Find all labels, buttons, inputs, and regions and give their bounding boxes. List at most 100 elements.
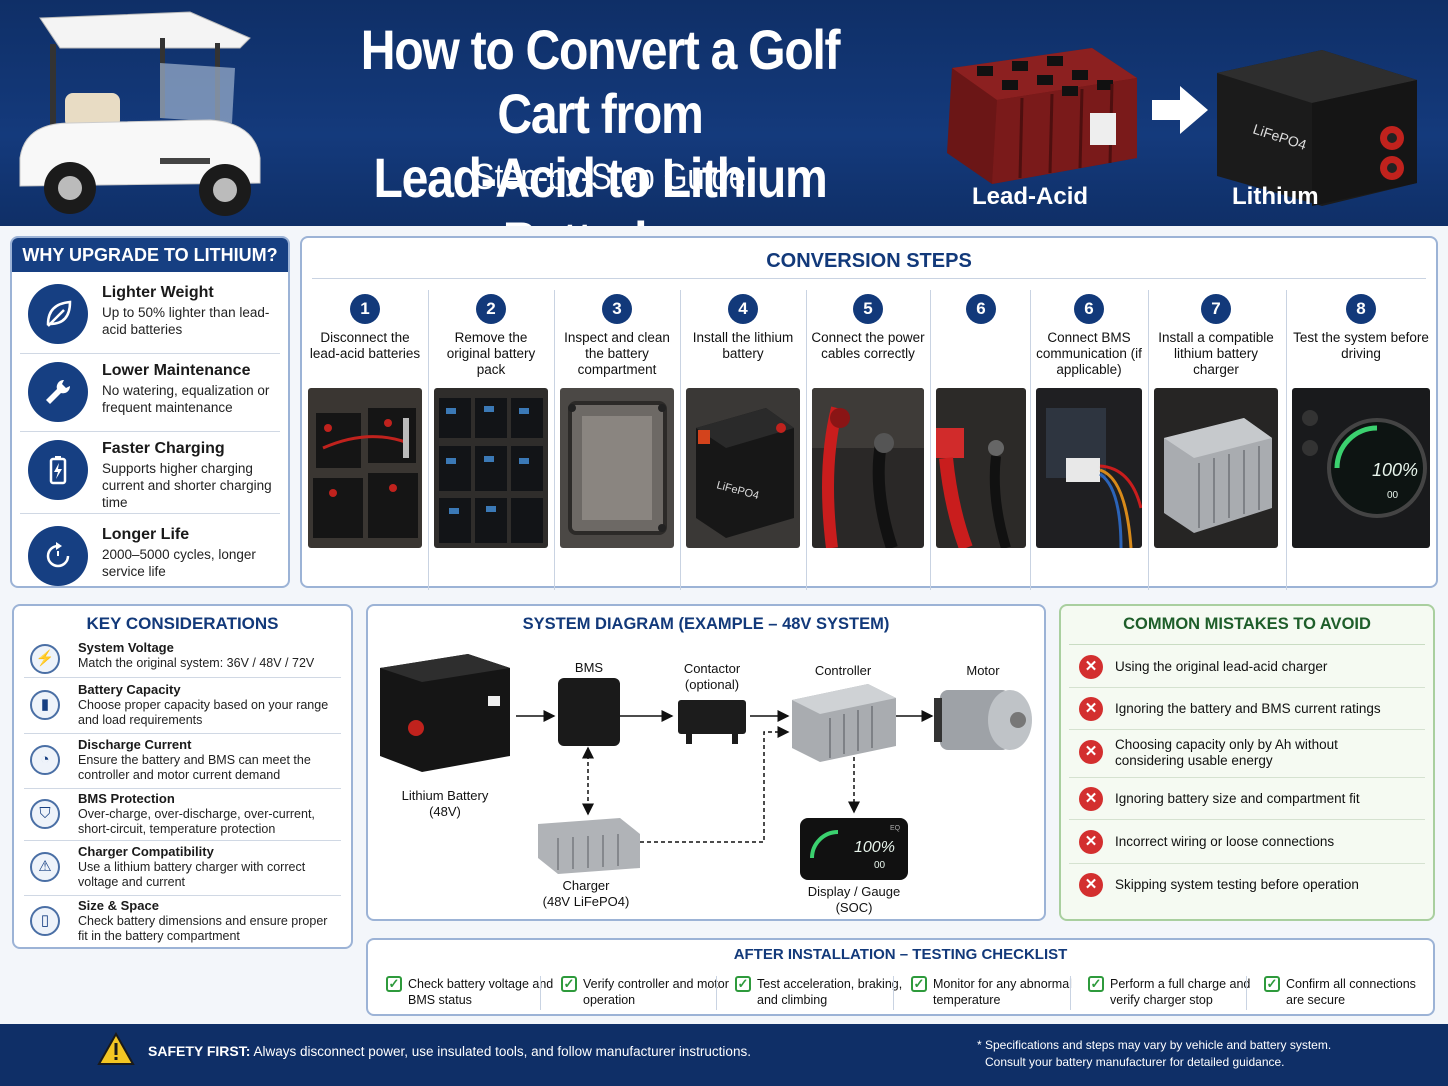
step-photo-install-charger [1154,388,1278,548]
why-item-desc: Supports higher charging current and sho… [102,461,272,510]
why-item-desc: No watering, equalization or frequent ma… [102,383,270,415]
leaf-icon [28,284,88,344]
contactor-label: Contactor (optional) [683,661,741,692]
why-item-title: Longer Life [102,526,190,543]
step-number: 2 [476,294,506,324]
mistake-text: Choosing capacity only by Ah without con… [1115,737,1338,768]
checklist-text: Perform a full charge and verify charger… [1110,977,1251,1007]
step-photo-clean-compartment [560,388,674,548]
kc-desc: Over-charge, over-discharge, over-curren… [78,807,315,836]
mistake-item: ✕ Skipping system testing before operati… [1069,864,1425,908]
kc-size-space: ▯ Size & Space Check battery dimensions … [24,898,341,946]
svg-text:EQ: EQ [890,825,901,832]
x-circle-icon: ✕ [1079,697,1103,721]
charger-label: Charger (48V LiFePO4) [542,878,630,909]
checkbox-checked-icon: ✓ [735,976,751,992]
step-divider [1030,290,1031,590]
checklist-divider [893,976,894,1010]
why-item-title: Lower Maintenance [102,362,251,379]
step-photo-remove-pack [434,388,548,548]
why-item-desc: Up to 50% lighter than lead-acid batteri… [102,305,270,337]
step-label: Remove the original battery pack [446,330,536,377]
checklist-text: Check battery voltage and BMS status [408,977,554,1007]
size-icon: ▯ [30,906,60,936]
battery-icon: ▮ [30,690,60,720]
step-number: 4 [728,294,758,324]
mistake-text: Ignoring the battery and BMS current rat… [1115,701,1381,716]
lead-acid-battery-image [947,48,1137,184]
conversion-steps-panel: CONVERSION STEPS 1 Disconnect the lead-a… [300,236,1438,590]
checklist-text: Confirm all connections are secure [1286,977,1416,1007]
common-mistakes-title: COMMON MISTAKES TO AVOID [1123,615,1371,633]
footer-note-1: * Specifications and steps may vary by v… [977,1038,1332,1052]
lithium-battery-image: LiFePO4 [1217,50,1417,206]
wrench-icon [28,362,88,422]
mistake-item: ✕ Using the original lead-acid charger [1069,646,1425,688]
step-2: 2 Remove the original battery pack [430,288,552,588]
step-label: Install the lithium battery [692,330,794,361]
why-upgrade-panel: WHY UPGRADE TO LITHIUM? Lighter Weight U… [10,236,290,588]
safety-message: SAFETY FIRST: Always disconnect power, u… [148,1043,751,1059]
checkbox-checked-icon: ✓ [1088,976,1104,992]
why-item-desc: 2000–5000 cycles, longer service life [102,547,256,579]
diagram-bms [558,678,620,746]
diagram-display: 100% 00 EQ [800,818,908,880]
diagram-contactor [678,700,746,744]
step-number: 6 [966,294,996,324]
step-divider [930,290,931,590]
mistake-item: ✕ Ignoring battery size and compartment … [1069,778,1425,820]
step-label: Test the system before driving [1293,330,1429,361]
svg-text:00: 00 [874,860,886,871]
step-7: 7 Install a compatible lithium battery c… [1150,288,1282,588]
step-6a: 6 [932,288,1030,588]
system-diagram-panel: SYSTEM DIAGRAM (EXAMPLE – 48V SYSTEM) [366,604,1046,921]
kc-title: BMS Protection [78,791,175,806]
mistake-item: ✕ Choosing capacity only by Ah without c… [1069,730,1425,778]
step-photo-cable-detail [936,388,1026,548]
shield-icon: ⛉ [30,799,60,829]
checkbox-checked-icon: ✓ [911,976,927,992]
common-mistakes-panel: COMMON MISTAKES TO AVOID ✕ Using the ori… [1059,604,1435,921]
why-item-lighter-weight: Lighter Weight Up to 50% lighter than le… [20,274,280,354]
step-divider [806,290,807,590]
mistake-text: Incorrect wiring or loose connections [1115,834,1335,849]
step-6b: 6 Connect BMS communication (if applicab… [1032,288,1146,588]
step-divider [1286,290,1287,590]
step-number: 6 [1074,294,1104,324]
diagram-lithium-battery [380,654,510,772]
checklist-divider [1246,976,1247,1010]
step-label: Install a compatible lithium battery cha… [1158,330,1274,377]
key-considerations-panel: KEY CONSIDERATIONS ⚡ System Voltage Matc… [12,604,353,949]
golf-cart-image [19,11,261,216]
step-photo-bms-communication [1036,388,1142,548]
testing-checklist-title: AFTER INSTALLATION – TESTING CHECKLIST [733,946,1068,963]
step-1: 1 Disconnect the lead-acid batteries [304,288,426,588]
step-number: 3 [602,294,632,324]
x-circle-icon: ✕ [1079,873,1103,897]
diagram-charger [538,818,640,874]
kc-desc: Use a lithium battery charger with corre… [78,860,306,889]
checklist-divider [716,976,717,1010]
kc-desc: Check battery dimensions and ensure prop… [78,914,328,943]
battery-label: Lithium Battery (48V) [401,788,489,819]
step-number: 5 [853,294,883,324]
conversion-steps-title: CONVERSION STEPS [766,250,972,272]
x-circle-icon: ✕ [1079,787,1103,811]
title-line-2: Lead-Acid to Lithium Batteries [373,146,827,226]
svg-text:00: 00 [1387,490,1399,501]
step-3: 3 Inspect and clean the battery compartm… [556,288,678,588]
step-divider [428,290,429,590]
step-5: 5 Connect the power cables correctly [808,288,928,588]
controller-label: Controller [814,663,872,678]
kc-desc: Ensure the battery and BMS can meet the … [78,753,311,782]
kc-system-voltage: ⚡ System Voltage Match the original syst… [24,640,341,678]
gauge-icon: ◔ [30,745,60,775]
voltage-icon: ⚡ [30,644,60,674]
kc-title: Discharge Current [78,737,192,752]
x-circle-icon: ✕ [1079,655,1103,679]
kc-title: Battery Capacity [78,682,181,697]
kc-discharge-current: ◔ Discharge Current Ensure the battery a… [24,737,341,789]
svg-text:100%: 100% [854,839,895,856]
kc-title: System Voltage [78,640,174,655]
display-label: Display / Gauge (SOC) [807,884,901,915]
